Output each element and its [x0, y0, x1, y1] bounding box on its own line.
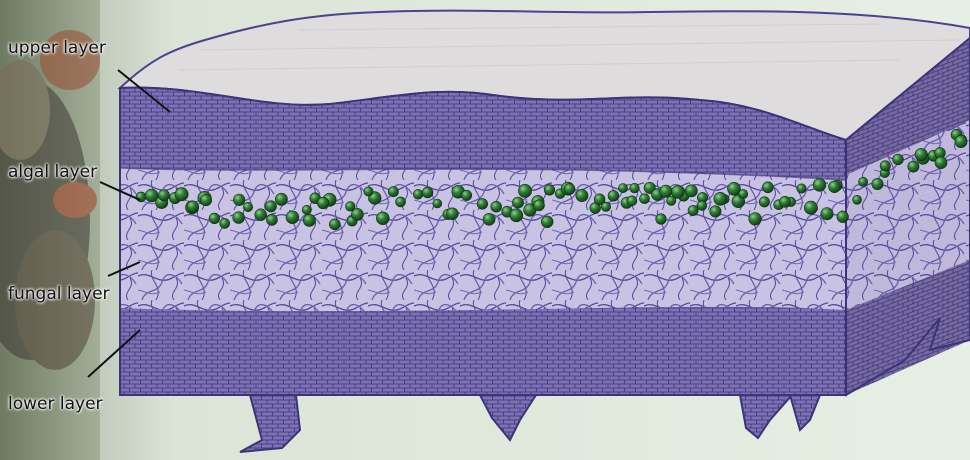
algal-cell	[510, 209, 523, 222]
algal-cell	[233, 194, 245, 206]
algal-cell	[286, 211, 299, 224]
algal-cell	[175, 188, 188, 201]
algal-cell	[710, 206, 721, 217]
algal-cell	[685, 185, 697, 197]
algal-cell	[388, 187, 398, 197]
algal-cell	[351, 208, 363, 220]
algal-cell	[317, 197, 329, 209]
algal-cell	[601, 202, 610, 211]
algal-cell	[209, 213, 220, 224]
algal-cell	[220, 218, 230, 228]
algal-cell	[759, 197, 769, 207]
algal-cell	[187, 201, 198, 212]
algal-cell	[512, 197, 523, 208]
algal-cell	[813, 179, 826, 192]
algal-cell	[618, 184, 627, 193]
algal-cell	[627, 196, 637, 206]
algal-cell	[640, 194, 650, 204]
algal-cell	[880, 161, 890, 171]
algal-cell	[461, 190, 471, 200]
algal-cell	[483, 213, 495, 225]
algal-cell	[518, 184, 531, 197]
algal-cell	[762, 182, 773, 193]
algal-cell	[275, 193, 287, 205]
fungal-layer-label: fungal layer	[8, 284, 110, 304]
algal-cell	[660, 185, 672, 197]
algal-cell	[859, 177, 868, 186]
algal-cell	[477, 199, 488, 210]
algal-cell	[837, 211, 849, 223]
algal-cell	[413, 189, 423, 199]
algal-cell	[608, 190, 619, 201]
algal-cell	[534, 200, 545, 211]
algal-cell	[376, 212, 389, 225]
upper-layer-label: upper layer	[8, 38, 106, 58]
algal-cell	[630, 183, 640, 193]
algal-cell	[158, 190, 169, 201]
algal-cell	[329, 219, 340, 230]
algal-layer-label: algal layer	[8, 162, 97, 182]
algal-cell	[821, 208, 833, 220]
rhizines	[240, 395, 820, 452]
algal-cell	[200, 194, 211, 205]
algal-cell	[671, 185, 684, 198]
algal-cell	[233, 212, 245, 224]
algal-cell	[688, 205, 698, 215]
algal-cell	[829, 181, 841, 193]
algal-cell	[255, 209, 267, 221]
algal-cell	[544, 185, 555, 196]
algal-cell	[422, 187, 433, 198]
algal-cell	[541, 216, 553, 228]
algal-cell	[364, 187, 373, 196]
algal-cell	[915, 148, 927, 160]
algal-cell	[749, 213, 762, 226]
algal-cell	[908, 161, 919, 172]
algal-cell	[302, 205, 311, 214]
algal-cell	[265, 201, 276, 212]
algal-cell	[935, 157, 947, 169]
algal-cell	[955, 136, 967, 148]
algal-cell	[447, 208, 459, 220]
algal-cell	[893, 154, 904, 165]
algal-cell	[780, 196, 791, 207]
algal-cell	[853, 195, 862, 204]
algal-cell	[396, 197, 406, 207]
algal-cell	[656, 214, 667, 225]
algal-cell	[266, 214, 277, 225]
algal-cell	[714, 192, 727, 205]
algal-cell	[804, 201, 817, 214]
algal-cell	[491, 201, 502, 212]
algal-cell	[303, 214, 315, 226]
algal-cell	[697, 201, 707, 211]
algal-cell	[433, 199, 442, 208]
lower-layer-label: lower layer	[8, 394, 103, 414]
algal-cell	[576, 190, 588, 202]
algal-cell	[564, 184, 575, 195]
algal-cell	[243, 202, 252, 211]
algal-cell	[739, 189, 748, 198]
algal-cell	[872, 178, 883, 189]
algal-cell	[797, 184, 806, 193]
algal-cell	[136, 192, 146, 202]
